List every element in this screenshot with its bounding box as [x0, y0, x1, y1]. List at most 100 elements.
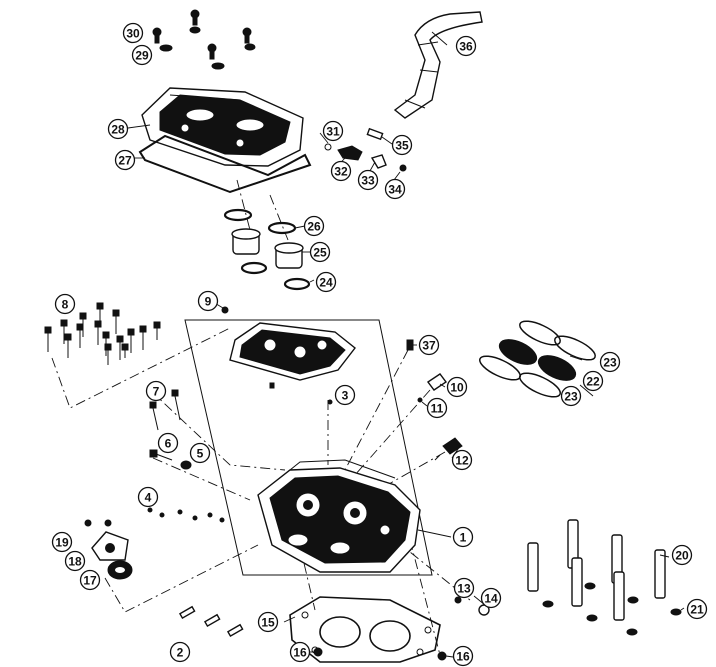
callout-circle — [145, 380, 167, 402]
cover-gasket — [138, 134, 312, 194]
callout-circle — [560, 385, 582, 407]
callout-number: 16 — [293, 646, 307, 660]
callout-circle — [169, 641, 191, 663]
callout-circle — [122, 22, 144, 44]
callout-number: 11 — [431, 402, 444, 416]
callout-18: 18 — [64, 550, 86, 572]
callout-number: 33 — [361, 174, 375, 188]
callout-circle — [582, 370, 604, 392]
head-studs — [527, 519, 682, 636]
callout-circle — [257, 611, 279, 633]
callout-13: 13 — [453, 577, 475, 599]
valve-cover — [141, 87, 304, 167]
callout-circle — [51, 531, 73, 553]
callout-number: 20 — [675, 549, 689, 563]
callout-number: 37 — [422, 339, 436, 353]
callout-27: 27 — [114, 149, 136, 171]
callout-number: 22 — [586, 375, 600, 389]
callout-circle — [107, 118, 129, 140]
callout-number: 6 — [165, 437, 172, 451]
callout-number: 36 — [459, 40, 473, 54]
callout-number: 26 — [307, 220, 321, 234]
callout-21: 21 — [686, 598, 708, 620]
callout-15: 15 — [257, 611, 279, 633]
callout-23: 23 — [599, 351, 621, 373]
callout-circle — [384, 178, 406, 200]
callout-35: 35 — [391, 134, 413, 156]
callout-number: 27 — [118, 154, 132, 168]
callout-number: 14 — [484, 592, 498, 606]
callout-number: 29 — [135, 49, 149, 63]
callout-circle — [289, 641, 311, 663]
callout-circle — [480, 587, 502, 609]
washer-13 — [454, 596, 462, 604]
callout-circle — [79, 569, 101, 591]
breather-fitting — [324, 143, 407, 172]
callout-number: 23 — [564, 390, 578, 404]
dowel-left — [313, 647, 323, 657]
callout-5: 5 — [189, 442, 211, 464]
cam-carrier — [221, 306, 356, 389]
assembly-lines — [51, 179, 471, 656]
callout-number: 3 — [342, 389, 349, 403]
callout-17: 17 — [79, 569, 101, 591]
callout-10: 10 — [446, 376, 468, 398]
callout-circle — [157, 432, 179, 454]
callout-circle — [686, 598, 708, 620]
callout-circle — [671, 544, 693, 566]
callout-number: 5 — [197, 447, 204, 461]
callout-circle — [455, 35, 477, 57]
callout-16: 16 — [289, 641, 311, 663]
callout-28: 28 — [107, 118, 129, 140]
callout-circle — [330, 160, 352, 182]
bolts-left — [147, 389, 225, 523]
callout-circle — [137, 486, 159, 508]
spark-plug-tubes — [223, 208, 311, 291]
callout-number: 12 — [455, 454, 469, 468]
callout-circle — [303, 215, 325, 237]
callout-number: 8 — [62, 298, 69, 312]
callout-circle — [451, 449, 473, 471]
callout-circle — [131, 44, 153, 66]
callout-circle — [357, 169, 379, 191]
callout-number: 28 — [111, 123, 125, 137]
callout-6: 6 — [157, 432, 179, 454]
callout-number: 13 — [457, 582, 471, 596]
callout-circle — [446, 376, 468, 398]
callout-number: 25 — [313, 246, 327, 260]
callout-4: 4 — [137, 486, 159, 508]
callout-circle — [64, 550, 86, 572]
callout-circle — [309, 241, 331, 263]
callout-24: 24 — [315, 271, 337, 293]
callout-number: 16 — [456, 650, 470, 664]
callout-30: 30 — [122, 22, 144, 44]
thermostat-housing — [84, 519, 133, 580]
callout-circle — [334, 384, 356, 406]
callout-number: 31 — [326, 125, 340, 139]
callout-circle — [418, 334, 440, 356]
callout-32: 32 — [330, 160, 352, 182]
assembly-frame — [184, 319, 433, 576]
head-small-parts — [327, 339, 463, 461]
callout-circle — [114, 149, 136, 171]
callout-circle — [197, 290, 219, 312]
callout-2: 2 — [169, 641, 191, 663]
callout-circle — [54, 293, 76, 315]
callout-number: 23 — [603, 356, 617, 370]
callout-number: 21 — [690, 603, 704, 617]
callout-number: 2 — [177, 646, 184, 660]
callout-37: 37 — [418, 334, 440, 356]
callout-circle — [599, 351, 621, 373]
callout-number: 19 — [55, 536, 69, 550]
callout-number: 32 — [334, 165, 348, 179]
callout-1: 1 — [452, 526, 474, 548]
cylinder-head — [257, 459, 421, 573]
callout-31: 31 — [322, 120, 344, 142]
callout-26: 26 — [303, 215, 325, 237]
callout-circle — [453, 577, 475, 599]
callout-16: 16 — [452, 645, 474, 667]
callout-number: 30 — [126, 27, 140, 41]
callout-11: 11 — [426, 397, 448, 419]
callout-number: 7 — [153, 385, 160, 399]
